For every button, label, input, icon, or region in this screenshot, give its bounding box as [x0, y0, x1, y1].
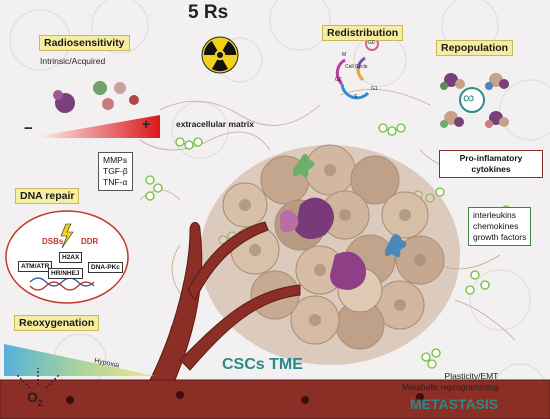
- metastasis-label: METASTASIS: [410, 396, 499, 412]
- interleukins-item: interleukins: [473, 210, 516, 220]
- infinity-icon: ∞: [463, 90, 475, 107]
- radiation-icon: [201, 36, 239, 74]
- chemokines-item: chemokines: [473, 221, 519, 231]
- dsbs-label: DSBs: [42, 237, 64, 246]
- cytokines-heading: Pro-inflamatory cytokines: [439, 150, 543, 178]
- csc-tme-label: CSCs TME: [222, 356, 303, 373]
- dna-repair-heading: DNA repair: [15, 188, 80, 204]
- tumor-mass: [200, 144, 460, 365]
- cell-cycle-label: Cell Cycle: [345, 64, 368, 70]
- radiosensitivity-gradient: [28, 115, 160, 138]
- mmps-box: MMPs TGF-β TNF-α: [98, 152, 133, 191]
- radiosensitivity-subtitle: Intrinsic/Acquired: [40, 56, 106, 66]
- phase-g0: G0: [368, 40, 375, 46]
- repopulation-clusters: [440, 73, 509, 128]
- mmps-item: MMPs: [103, 155, 128, 165]
- tnf-item: TNF-α: [103, 177, 128, 187]
- repopulation-ring: [459, 87, 485, 113]
- phase-s: S: [354, 94, 358, 100]
- radiosensitivity-cells: [53, 81, 139, 113]
- repopulation-heading: Repopulation: [436, 40, 514, 56]
- redistribution-heading: Redistribution: [322, 25, 404, 41]
- blood-vessel: [0, 221, 550, 419]
- ddr-label: DDR: [81, 237, 99, 246]
- cytokines-list: interleukins chemokines growth factors: [468, 207, 532, 246]
- ecm-label: extracellular matrix: [176, 119, 254, 129]
- oxygen-gradient: [4, 344, 155, 376]
- phase-g1: G1: [371, 86, 378, 92]
- phase-g2: G2: [335, 77, 342, 83]
- h2ax-box: H2AX: [59, 252, 83, 263]
- cell-cycle-diagram: [335, 37, 379, 100]
- dna-pkc-box: DNA-PKc: [88, 262, 123, 273]
- plasticity-block: Plasticity/EMT Metabolic reprogramming: [402, 371, 499, 393]
- o2-arrows: [15, 368, 61, 389]
- phase-m: M: [342, 52, 347, 58]
- atm-atr-box: ATM/ATR: [18, 261, 53, 272]
- minus-sign: −: [24, 120, 33, 137]
- metabolic-item: Metabolic reprogramming: [402, 382, 499, 392]
- main-title: 5 Rs: [188, 2, 229, 23]
- plasticity-item: Plasticity/EMT: [444, 371, 499, 381]
- growth-factors-item: growth factors: [473, 232, 527, 242]
- plus-sign: +: [142, 116, 151, 132]
- radiosensitivity-heading: Radiosensitivity: [39, 35, 130, 51]
- reoxygenation-heading: Reoxygenation: [14, 315, 100, 331]
- dna-helix-icon: [29, 277, 95, 287]
- tgf-item: TGF-β: [103, 166, 128, 176]
- hr-nhej-box: HR/NHEJ: [48, 268, 83, 279]
- o2-label: O2: [27, 389, 43, 408]
- lightning-icon: [60, 223, 74, 249]
